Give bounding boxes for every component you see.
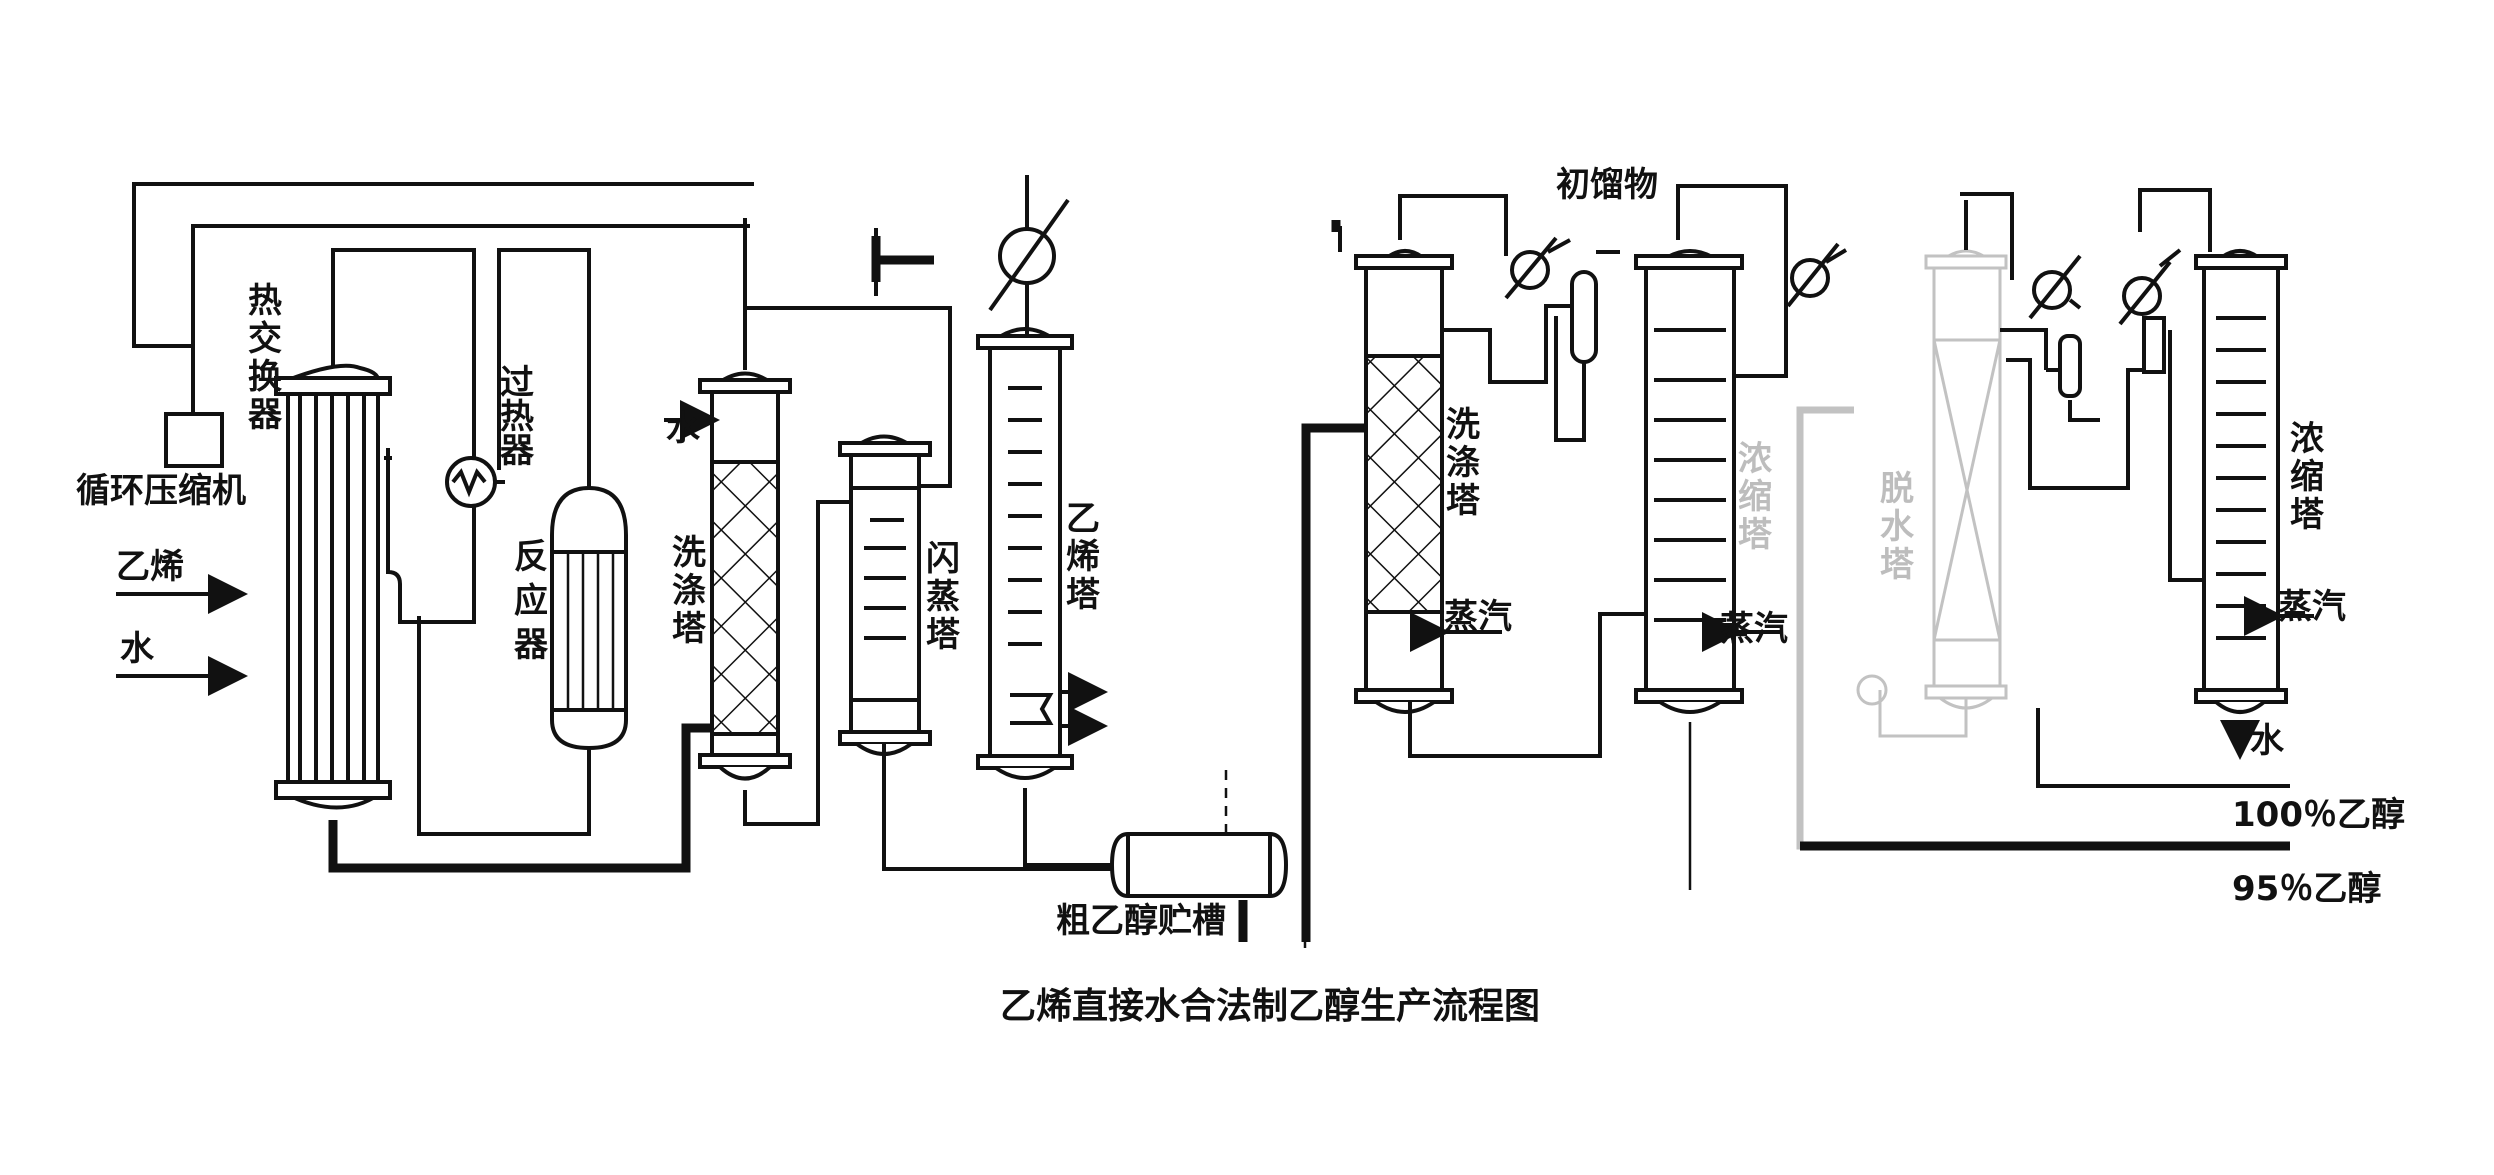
- label-heat-exchanger-1: 热: [248, 281, 282, 321]
- label-flash-tower-2: 蒸: [926, 577, 960, 617]
- label-reactor-2: 应: [514, 581, 548, 621]
- wash-tower-2: [1354, 249, 1454, 714]
- label-concentrating-2: 缩: [2290, 457, 2324, 497]
- heat-exchanger: [274, 363, 392, 810]
- piping-right: [1301, 184, 2314, 942]
- label-steam-1: 蒸汽: [1444, 597, 1512, 637]
- label-concentrating-3: 塔: [2290, 495, 2325, 535]
- flash-tower: [838, 434, 932, 756]
- compressor: [164, 412, 224, 468]
- label-flash-tower-3: 塔: [926, 615, 961, 655]
- label-heat-exchanger-2: 交: [248, 319, 282, 359]
- label-heat-exchanger-4: 器: [248, 395, 283, 435]
- label-ethanol-100: 100％乙醇: [2232, 795, 2405, 835]
- label-steam-2: 蒸汽: [1720, 609, 1788, 649]
- label-wash-tower-2a: 洗: [1446, 405, 1480, 445]
- label-reactor-3: 器: [514, 625, 549, 665]
- label-wash-tower-1b: 涤: [672, 571, 706, 611]
- diagram-caption: 乙烯直接水合法制乙醇生产流程图: [1000, 986, 1540, 1027]
- label-steam-3: 蒸汽: [2278, 587, 2346, 627]
- label-concentrating-1: 浓: [2290, 419, 2325, 459]
- dehydration-tower: [1856, 249, 2008, 710]
- label-compressor: 循环压缩机: [76, 471, 246, 511]
- label-ethylene-tower-2: 烯: [1066, 537, 1100, 577]
- label-concentrating-faint-3: 塔: [1738, 515, 1773, 555]
- label-reactor-1: 反: [514, 537, 548, 577]
- label-ethylene-tower-3: 塔: [1066, 575, 1101, 615]
- crude-ethanol-tank: [1109, 770, 1289, 898]
- superheater: [445, 456, 497, 508]
- concentrating-tower-faint: [1634, 249, 1744, 714]
- label-dehydration-3: 塔: [1880, 545, 1915, 585]
- ethylene-tower: [976, 327, 1074, 780]
- labels: 热 交 换 器 循环压缩机 乙烯 水 过 热 器 反 应 器 水 洗 涤 塔 闪…: [76, 165, 2405, 1027]
- label-wash-tower-2b: 涤: [1446, 443, 1480, 483]
- label-dehydration-2: 水: [1880, 507, 1915, 547]
- label-water-wash: 水: [666, 409, 701, 449]
- reactor: [550, 485, 628, 751]
- condenser-5: [2118, 260, 2172, 374]
- label-wash-tower-1c: 塔: [672, 609, 707, 649]
- condenser-2: [1504, 236, 1598, 364]
- label-wash-tower-2c: 塔: [1446, 481, 1481, 521]
- label-heat-exchanger-3: 换: [248, 357, 282, 397]
- label-crude-tank: 粗乙醇贮槽: [1056, 901, 1226, 941]
- label-wash-tower-1a: 洗: [672, 533, 706, 573]
- label-superheater-1: 过: [500, 363, 534, 403]
- label-concentrating-faint-2: 缩: [1738, 477, 1772, 517]
- condenser-3: [1786, 242, 1840, 308]
- label-initial-distillate: 初馏物: [1556, 165, 1658, 205]
- label-water-out: 水: [2250, 721, 2285, 761]
- label-dehydration-1: 脱: [1880, 469, 1914, 509]
- concentrating-tower: [2194, 249, 2288, 714]
- label-flash-tower-1: 闪: [926, 539, 960, 579]
- label-concentrating-faint-1: 浓: [1738, 439, 1773, 479]
- label-water-in: 水: [120, 629, 155, 669]
- label-superheater-2: 热: [500, 397, 534, 437]
- label-ethylene-in: 乙烯: [116, 547, 184, 587]
- label-ethanol-95: 95％乙醇: [2232, 869, 2381, 909]
- piping-left: [116, 182, 1307, 948]
- condenser-4: [2028, 254, 2082, 398]
- condenser-1: [988, 175, 1070, 336]
- wash-tower-1: [698, 371, 792, 781]
- label-superheater-3: 器: [500, 431, 535, 471]
- label-ethylene-tower-1: 乙: [1066, 499, 1100, 539]
